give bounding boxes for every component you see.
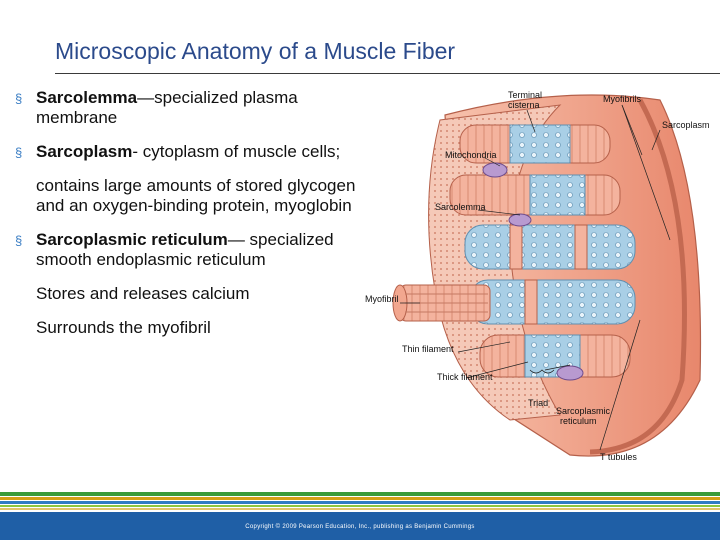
label-sarcoplasmic-reticulum: reticulum — [560, 416, 597, 426]
bullet-text: —specialized plasma membrane — [36, 88, 298, 127]
title-underline — [55, 73, 720, 74]
label-mitochondria: Mitochondria — [445, 150, 497, 160]
leader-lines — [400, 104, 671, 451]
sarcolemma-edge — [589, 98, 687, 455]
muscle-fiber-illustration: Terminal cisterna Myofibrils Sarcoplasm … — [365, 90, 710, 462]
label-sarcolemma: Sarcolemma — [435, 202, 486, 212]
label-t-tubules: T tubules — [600, 452, 637, 462]
footer-stripe — [0, 508, 720, 510]
subpoint-calcium: Stores and releases calcium — [36, 284, 250, 303]
mitochondrion — [556, 365, 584, 381]
myofibril-bundle-1 — [459, 124, 611, 164]
label-thin-filament: Thin filament — [402, 344, 454, 354]
myofibril-bundle-5 — [479, 334, 631, 378]
footer-stripe — [0, 492, 720, 496]
bullet-list: § Sarcolemma—specialized plasma membrane… — [15, 88, 360, 352]
subpoint-glycogen: contains large amounts of stored glycoge… — [36, 176, 356, 215]
label-sarcoplasm: Sarcoplasm — [662, 120, 710, 130]
mitochondrion — [482, 162, 508, 178]
bullet-term: Sarcolemma — [36, 88, 138, 107]
copyright-notice: Copyright © 2009 Pearson Education, Inc.… — [245, 524, 475, 530]
label-myofibril: Myofibril — [365, 294, 399, 304]
bullet-marker-icon: § — [15, 91, 23, 106]
footer-stripe — [0, 501, 720, 504]
label-terminal-cisterna: cisterna — [508, 100, 540, 110]
label-thick-filament: Thick filament — [437, 372, 493, 382]
label-myofibrils: Myofibrils — [603, 94, 642, 104]
myofibril-bundle-2 — [449, 174, 621, 216]
label-sarcoplasmic-reticulum: Sarcoplasmic — [556, 406, 611, 416]
bullet-sarcolemma: § Sarcolemma—specialized plasma membrane — [15, 88, 360, 128]
myofibril-bundle-3 — [464, 224, 636, 270]
mitochondrion — [508, 213, 532, 227]
bullet-term: Sarcoplasmic reticulum — [36, 230, 228, 249]
bullet-sarcoplasmic-reticulum: § Sarcoplasmic reticulum— specialized sm… — [15, 230, 360, 270]
slide-title: Microscopic Anatomy of a Muscle Fiber — [55, 38, 456, 64]
bullet-term: Sarcoplasm — [36, 142, 133, 161]
myofibril-bundle-4 — [469, 279, 636, 325]
footer-stripe — [0, 505, 720, 507]
label-triad: Triad — [528, 398, 548, 408]
bullet-text: - cytoplasm of muscle cells; — [132, 142, 341, 161]
bullet-marker-icon: § — [15, 233, 23, 248]
triad-bracket-icon — [529, 369, 555, 374]
subpoint-surrounds: Surrounds the myofibril — [36, 318, 211, 337]
footer-stripe — [0, 497, 720, 500]
bullet-sarcoplasm: § Sarcoplasm- cytoplasm of muscle cells; — [15, 142, 360, 162]
bullet-marker-icon: § — [15, 145, 23, 160]
bullet-text: — specialized smooth endoplasmic reticul… — [36, 230, 334, 269]
label-terminal-cisterna: Terminal — [508, 90, 542, 100]
footer-band — [0, 512, 720, 540]
